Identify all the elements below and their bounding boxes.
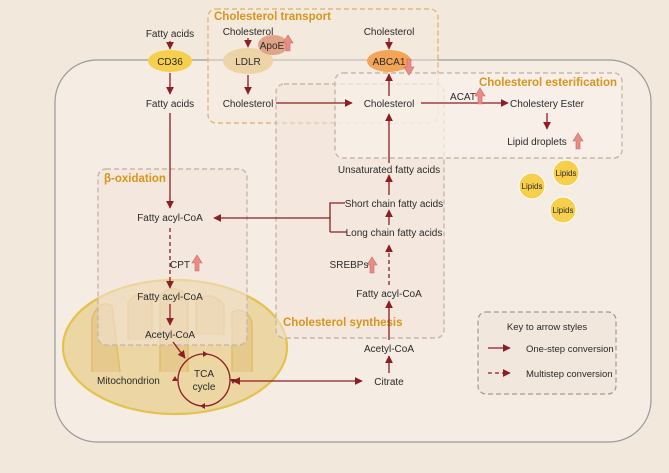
ldlr-label: LDLR bbox=[235, 57, 261, 68]
citrate-label: Citrate bbox=[374, 377, 404, 388]
abca1-label: ABCA1 bbox=[373, 57, 406, 68]
tca-label-line2: cycle bbox=[193, 382, 216, 393]
srebps-label: SREBPs bbox=[330, 260, 369, 271]
beta-oxidation-section-title: β-oxidation bbox=[104, 173, 166, 185]
mitochondrion-label: Mitochondrion bbox=[97, 376, 160, 387]
lipid-droplets-label: Lipid droplets bbox=[507, 137, 566, 148]
fatty-acids-outside-label: Fatty acids bbox=[146, 29, 194, 40]
fatty-acyl-coa-mito-label: Fatty acyl-CoA bbox=[137, 292, 203, 303]
legend-box bbox=[477, 311, 617, 395]
abca1-down-arrow bbox=[403, 58, 415, 76]
legend-multi-step-label: Multistep conversion bbox=[526, 369, 613, 380]
cholesterol-center-label: Cholesterol bbox=[364, 99, 415, 110]
long-chain-fa-label: Long chain fatty acids bbox=[346, 228, 443, 239]
unsaturated-fa-label: Unsaturated fatty acids bbox=[338, 165, 440, 176]
fatty-acyl-coa-label: Fatty acyl-CoA bbox=[137, 213, 203, 224]
lipids-label-3: Lipids bbox=[553, 206, 574, 215]
fatty-acids-inside-label: Fatty acids bbox=[146, 99, 194, 110]
apoe-protein bbox=[258, 35, 288, 55]
cholesterol-ldl-label: Cholesterol bbox=[223, 27, 274, 38]
esterification-section-box bbox=[334, 72, 623, 159]
synthesis-section-title: Cholesterol synthesis bbox=[283, 317, 403, 329]
ldlr-protein bbox=[223, 48, 273, 74]
lipid-droplets-up-arrow bbox=[572, 132, 584, 150]
srebps-up-arrow bbox=[366, 256, 378, 274]
tca-label-line1: TCA bbox=[194, 369, 214, 380]
transport-section-title: Cholesterol transport bbox=[214, 11, 331, 23]
legend-one-step-label: One-step conversion bbox=[526, 344, 614, 355]
esterification-section-title: Cholesterol esterification bbox=[479, 77, 617, 89]
lipids-label-2: Lipids bbox=[522, 182, 543, 191]
arrow-acetyl-to-tca bbox=[172, 341, 186, 359]
acat-up-arrow bbox=[474, 87, 486, 105]
cholesterol-abca1-label: Cholesterol bbox=[364, 27, 415, 38]
cholesterol-ldlr-inside-label: Cholesterol bbox=[223, 99, 274, 110]
apoe-up-arrow bbox=[282, 34, 294, 52]
acetyl-coa-syn-label: Acetyl-CoA bbox=[364, 344, 414, 355]
lipids-label-1: Lipids bbox=[556, 169, 577, 178]
cd36-label: CD36 bbox=[157, 57, 183, 68]
cpt-up-arrow bbox=[191, 254, 203, 272]
apoe-label: ApoE bbox=[260, 41, 285, 52]
acetyl-coa-mito-label: Acetyl-CoA bbox=[145, 330, 195, 341]
lipid-droplet-2 bbox=[518, 172, 546, 200]
abca1-protein bbox=[367, 50, 411, 72]
cholestery-ester-label: Cholestery Ester bbox=[510, 99, 585, 110]
cd36-protein bbox=[148, 50, 192, 72]
arrow-short-to-acyl-coa bbox=[213, 202, 345, 222]
fatty-acyl-coa-syn-label: Fatty acyl-CoA bbox=[356, 289, 422, 300]
lipid-droplet-3 bbox=[549, 196, 577, 224]
cpt-label: CPT bbox=[170, 260, 190, 271]
short-chain-fa-label: Short chain fatty acids bbox=[345, 199, 443, 210]
legend-title: Key to arrow styles bbox=[507, 322, 587, 333]
beta-oxidation-section-box bbox=[97, 168, 248, 346]
acat-label: ACAT bbox=[450, 92, 476, 103]
lipid-droplet-1 bbox=[552, 159, 580, 187]
